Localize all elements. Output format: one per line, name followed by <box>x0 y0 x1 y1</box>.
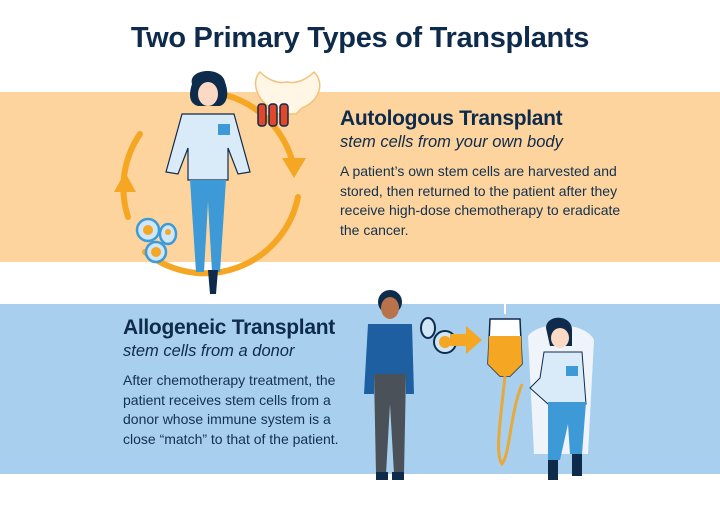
autologous-subheading: stem cells from your own body <box>340 133 563 151</box>
autologous-illustration <box>114 70 321 294</box>
title: Two Primary Types of Transplants <box>130 22 590 54</box>
donor-man-icon <box>364 290 414 480</box>
autologous-heading: Autologous Transplant <box>340 107 563 130</box>
allogeneic-subheading: stem cells from a donor <box>123 342 295 360</box>
arrow-right-icon <box>450 326 482 354</box>
autologous-band <box>0 92 720 262</box>
stem-cells-icon <box>135 217 178 264</box>
allogeneic-heading: Allogeneic Transplant <box>123 316 335 339</box>
allogeneic-text: Allogeneic Transplant stem cells from a … <box>123 316 363 449</box>
allogeneic-body: After chemotherapy treatment, the patien… <box>123 372 339 447</box>
iv-bag-icon <box>487 299 524 467</box>
autologous-text: Autologous Transplant stem cells from yo… <box>340 107 630 240</box>
autologous-body: A patient’s own stem cells are harvested… <box>340 163 621 238</box>
test-tubes-icon <box>257 103 289 127</box>
allogeneic-illustration <box>364 290 594 480</box>
patient-in-chair-icon <box>528 317 594 480</box>
allogeneic-band <box>0 304 720 474</box>
woman-patient-icon <box>165 70 251 294</box>
